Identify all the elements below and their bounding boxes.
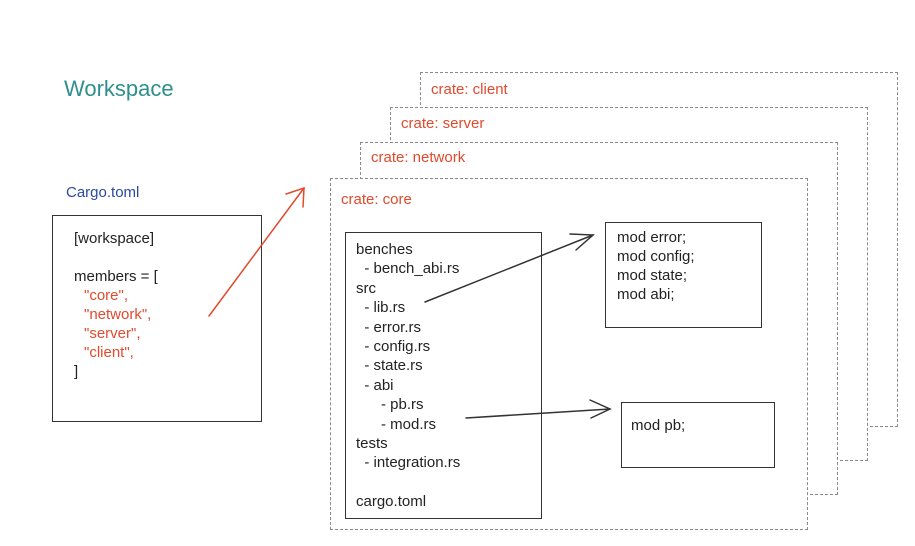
- abi-mods-box: [621, 402, 775, 468]
- abi-mods: mod pb;: [631, 417, 686, 434]
- tree-line: - bench_abi.rs: [356, 260, 460, 278]
- tree-line: tests: [356, 435, 388, 453]
- tree-line: - error.rs: [356, 318, 422, 336]
- workspace-toml-content: [workspace] members = [ "core", "network…: [74, 229, 158, 381]
- lib-mods: mod error; mod config; mod state; mod ab…: [617, 228, 695, 304]
- mod-rs-to-pb-arrow: [465, 399, 612, 419]
- core-tree-box: [345, 232, 542, 519]
- member-network: "network",: [84, 306, 152, 323]
- tree-line: benches: [356, 241, 413, 258]
- tree-line-cargo-toml: cargo.toml: [356, 493, 427, 511]
- crate-core-label: crate: core: [341, 191, 412, 208]
- mod-line: mod config;: [617, 248, 695, 265]
- members-open: members = [: [74, 268, 158, 285]
- cargo-toml-label: Cargo.toml: [66, 184, 140, 201]
- workspace-header: [workspace]: [74, 230, 155, 247]
- tree-line: src: [356, 279, 376, 297]
- core-tree: benches - bench_abi.rs src - lib.rs - er…: [356, 240, 460, 512]
- crate-network-label: crate: network: [371, 149, 466, 166]
- member-client: "client",: [84, 344, 134, 361]
- tree-line-lib-rs: - lib.rs: [356, 299, 406, 317]
- workspace-title: Workspace: [64, 76, 174, 101]
- mod-line: mod state;: [617, 267, 688, 284]
- tree-line: - abi: [356, 376, 394, 394]
- member-server: "server",: [84, 325, 141, 342]
- crate-client-label: crate: client: [431, 81, 508, 98]
- tree-line: - state.rs: [356, 357, 423, 375]
- tree-line-mod-rs: - mod.rs: [356, 415, 437, 433]
- lib-rs-to-mods-arrow: [424, 233, 595, 303]
- workspace-to-crates-arrow: [208, 186, 305, 317]
- member-core: "core",: [84, 287, 128, 304]
- mod-line: mod abi;: [617, 286, 675, 303]
- mod-line: mod error;: [617, 229, 687, 246]
- tree-line: - config.rs: [356, 338, 431, 356]
- tree-line: - pb.rs: [356, 396, 424, 414]
- members-close: ]: [74, 363, 79, 380]
- lib-mods-box: [605, 222, 762, 328]
- crate-server-label: crate: server: [401, 115, 485, 132]
- workspace-toml-box: [52, 215, 262, 422]
- tree-line: - integration.rs: [356, 454, 461, 472]
